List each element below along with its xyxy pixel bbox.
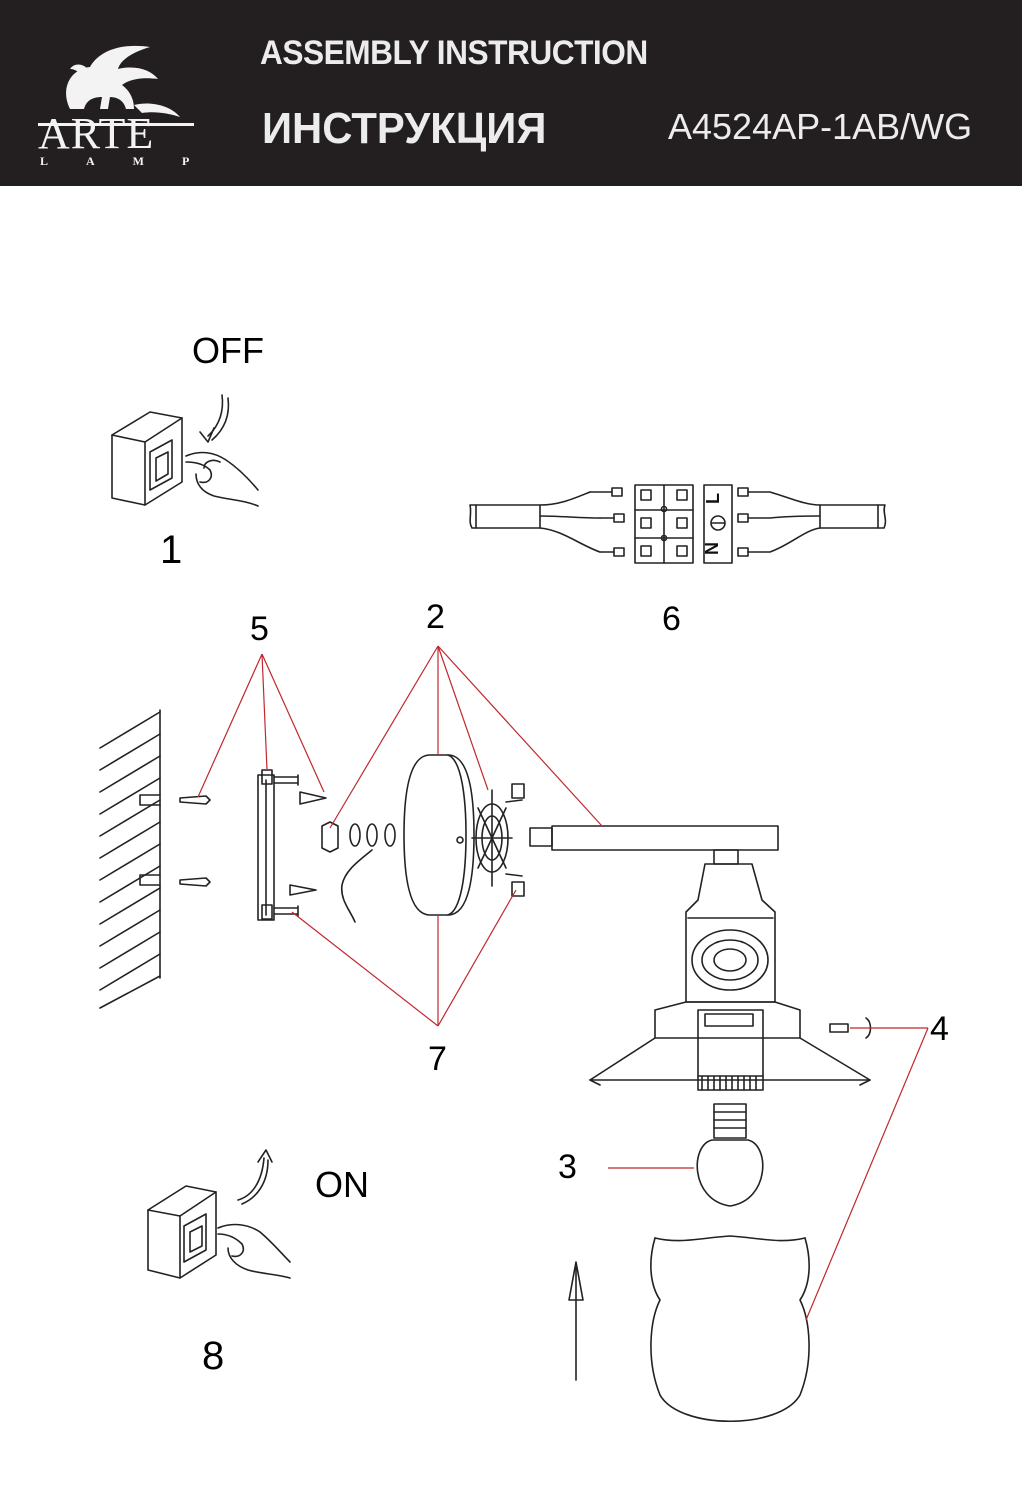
leader-5 (197, 653, 325, 798)
assembly-diagram (99, 394, 929, 1423)
griffin-logo-icon (38, 45, 194, 126)
lamp-head-icon (589, 863, 871, 1091)
wire-icon (340, 849, 373, 923)
leader-4 (805, 1027, 929, 1321)
lamp-arm-icon (529, 825, 779, 865)
light-bulb-icon (696, 1103, 764, 1207)
nut-washer-icon (321, 821, 396, 853)
step-number-8: 8 (202, 1334, 225, 1378)
mounting-bracket-icon (257, 769, 327, 921)
brand-name: ARTE (38, 109, 155, 158)
off-label: OFF (192, 330, 264, 371)
terminal-l-label: L (703, 493, 723, 504)
switch-on-icon (147, 1185, 291, 1279)
step-number-3: 3 (558, 1148, 577, 1186)
step-number-5: 5 (250, 610, 269, 648)
title-english: ASSEMBLY INSTRUCTION (260, 34, 648, 72)
header-bar: ARTE LAMP ASSEMBLY INSTRUCTION ИНСТРУКЦИ… (0, 0, 1022, 186)
leader-7 (291, 889, 517, 1027)
ship-wheel-icon (471, 789, 523, 887)
wall-hatching (99, 709, 161, 1009)
canopy-icon (403, 754, 475, 916)
switch-off-icon (111, 411, 259, 507)
arrow-down-icon (199, 394, 230, 443)
screw-icon (511, 783, 525, 897)
glass-shade-icon (650, 1235, 810, 1423)
title-russian: ИНСТРУКЦИЯ (262, 104, 547, 153)
step-number-6: 6 (662, 600, 681, 638)
brand-subtitle: LAMP (40, 154, 228, 168)
arrow-curved-up-icon (237, 1149, 273, 1205)
step-number-4: 4 (930, 1010, 949, 1048)
on-label: ON (315, 1164, 369, 1205)
arrow-up-icon (568, 1261, 584, 1381)
terminal-n-label: N (702, 542, 722, 555)
step-number-2: 2 (426, 598, 445, 636)
step-number-1: 1 (160, 528, 183, 572)
terminal-block-icon (469, 484, 887, 564)
model-number: A4524AP-1AB/WG (668, 106, 973, 147)
wall-plug-icon (179, 795, 211, 887)
step-number-7: 7 (428, 1040, 447, 1078)
leader-2 (329, 645, 603, 829)
